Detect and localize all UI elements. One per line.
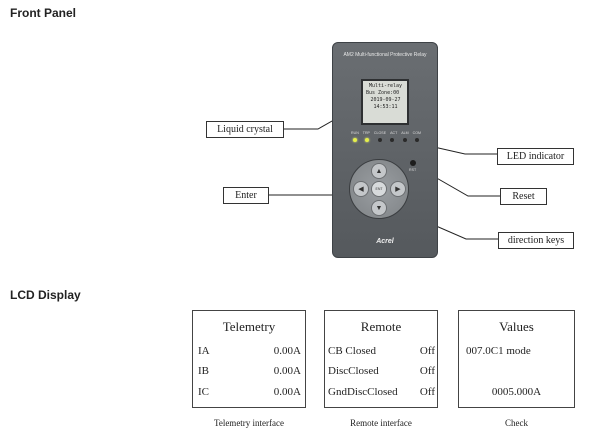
remote-panel: Remote CB Closed Off DiscClosed Off GndD… <box>324 310 438 408</box>
device-header: AM2 Multi-functional Protective Relay <box>343 52 427 58</box>
enter-label: ENT <box>375 187 383 191</box>
reset-button[interactable] <box>410 160 416 166</box>
led-label: ALM <box>401 131 409 135</box>
led-indicator <box>390 138 395 142</box>
lcd-line: Multi-relay <box>368 83 403 89</box>
led-indicator <box>414 138 419 142</box>
front-panel-heading: Front Panel <box>10 6 77 20</box>
telemetry-row: IB 0.00A <box>198 365 301 377</box>
telemetry-label: IB <box>198 365 209 377</box>
remote-value: Off <box>419 386 435 398</box>
led-label: COM <box>412 131 421 135</box>
values-mode-text: 007.0C1 mode <box>466 345 531 357</box>
telemetry-label: IA <box>198 345 210 357</box>
remote-label: DiscClosed <box>328 365 379 377</box>
led-row <box>353 138 419 142</box>
telemetry-value: 0.00A <box>273 365 301 377</box>
device-lcd-screen: Multi-relay Bus Zone:00 2019-09-27 14:53… <box>361 79 409 125</box>
led-indicator <box>353 138 357 142</box>
reset-label: RST <box>409 168 417 172</box>
telemetry-label: IC <box>198 386 209 398</box>
telemetry-title: Telemetry <box>222 319 276 334</box>
lcd-line: 14:53:11 <box>373 104 398 110</box>
led-indicator <box>402 138 407 142</box>
remote-title: Remote <box>360 319 402 334</box>
values-title: Values <box>499 319 534 334</box>
lcd-display-heading: LCD Display <box>10 288 81 302</box>
telemetry-caption: Telemetry interface <box>213 418 285 428</box>
lcd-line: Bus Zone:00 <box>366 90 400 96</box>
led-indicator <box>377 138 382 142</box>
telemetry-value: 0.00A <box>273 386 301 398</box>
telemetry-row: IA 0.00A <box>198 345 301 357</box>
led-indicator <box>365 138 370 142</box>
values-mode-line: 007.0C1 mode <box>466 345 570 357</box>
telemetry-row: IC 0.00A <box>198 386 301 398</box>
values-amount-text: 0005.000A <box>491 386 542 398</box>
arrow-left-icon: ◀ <box>358 185 364 193</box>
enter-button[interactable]: ENT <box>371 181 387 197</box>
values-caption: Check <box>505 418 528 428</box>
remote-row: GndDiscClosed Off <box>328 386 435 398</box>
remote-row: CB Closed Off <box>328 345 435 357</box>
acrel-logo: Acrel <box>376 238 394 245</box>
remote-value: Off <box>419 345 435 357</box>
callout-reset: Reset <box>500 188 547 205</box>
arrow-right-icon: ▶ <box>395 185 401 193</box>
callout-enter: Enter <box>223 187 269 204</box>
telemetry-value: 0.00A <box>273 345 301 357</box>
lcd-line: 2019-09-27 <box>370 97 401 103</box>
remote-label: CB Closed <box>328 345 376 357</box>
telemetry-panel: Telemetry IA 0.00A IB 0.00A IC 0.00A <box>192 310 306 408</box>
relay-device: AM2 Multi-functional Protective Relay Mu… <box>332 42 438 258</box>
remote-caption: Remote interface <box>350 418 412 428</box>
arrow-down-icon: ▼ <box>375 204 383 212</box>
led-label: CLOSE <box>373 131 387 135</box>
led-label: ACT <box>390 131 398 135</box>
values-panel: Values 007.0C1 mode 0005.000A <box>458 310 575 408</box>
arrow-right-button[interactable]: ▶ <box>390 181 406 197</box>
arrow-up-icon: ▲ <box>375 167 383 175</box>
values-amount-line: 0005.000A <box>459 386 574 398</box>
remote-label: GndDiscClosed <box>328 386 398 398</box>
callout-direction-keys: direction keys <box>498 232 574 249</box>
remote-value: Off <box>419 365 435 377</box>
led-label: TRP <box>362 131 370 135</box>
direction-pad: ▲ ▼ ◀ ▶ ENT <box>349 159 409 219</box>
callout-led-indicator: LED indicator <box>497 148 574 165</box>
arrow-up-button[interactable]: ▲ <box>371 163 387 179</box>
arrow-down-button[interactable]: ▼ <box>371 200 387 216</box>
led-label-row: RUN TRP CLOSE ACT ALM COM <box>351 131 421 135</box>
led-label: RUN <box>351 131 359 135</box>
callout-liquid-crystal: Liquid crystal <box>206 121 284 138</box>
remote-row: DiscClosed Off <box>328 365 435 377</box>
arrow-left-button[interactable]: ◀ <box>353 181 369 197</box>
